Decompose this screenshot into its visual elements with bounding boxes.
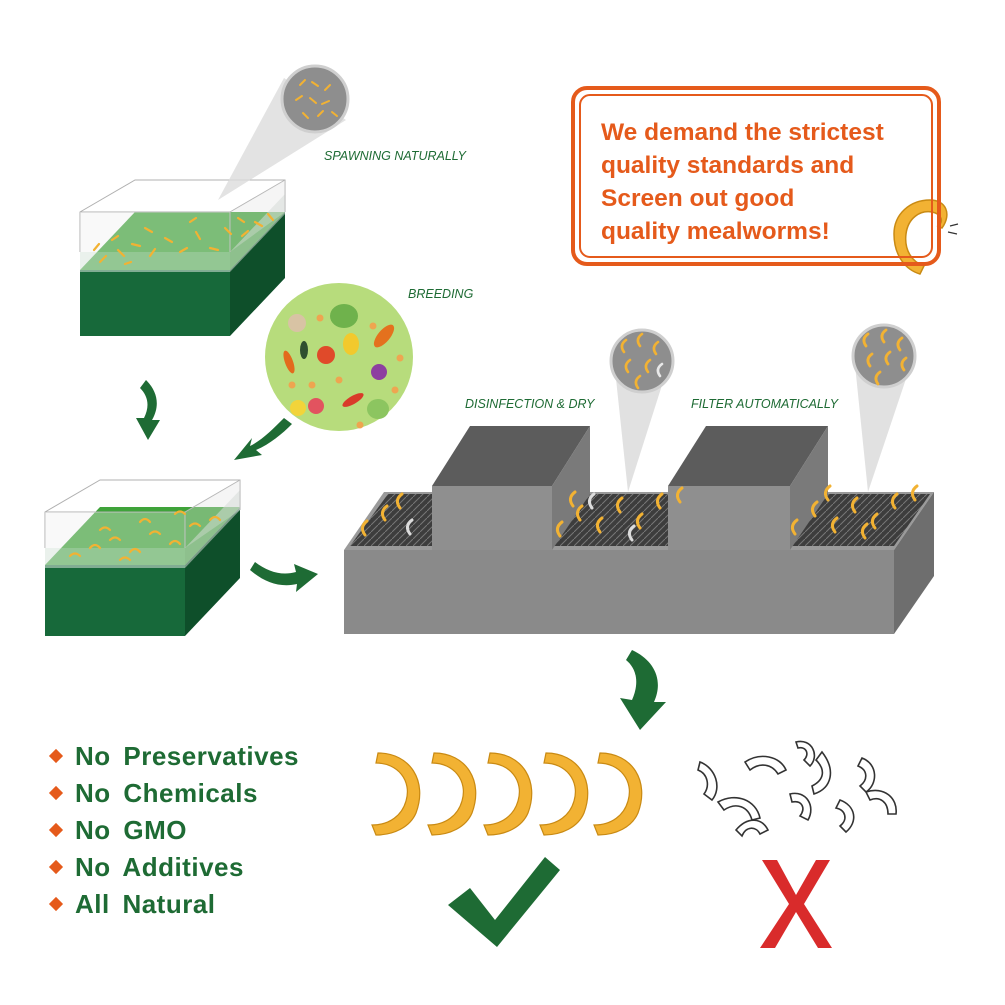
benefits-list: No Preservatives No Chemicals No GMO No … <box>48 738 300 923</box>
benefit-text: All Natural <box>75 889 216 919</box>
benefit-item: All Natural <box>48 886 299 923</box>
breeding-food-circle <box>265 283 413 431</box>
label-spawning: SPAWNING NATURALLY <box>324 149 466 163</box>
diamond-bullet-icon <box>48 822 64 838</box>
diamond-bullet-icon <box>48 896 64 912</box>
arrow-to-machine <box>250 562 318 592</box>
diamond-bullet-icon <box>48 748 64 764</box>
label-disinfection: DISINFECTION & DRY <box>465 397 595 411</box>
quality-statement: We demand the strictest quality standard… <box>601 116 921 248</box>
label-filter: FILTER AUTOMATICALLY <box>691 397 839 411</box>
processing-machine <box>344 323 934 634</box>
spawning-box <box>79 64 350 336</box>
arrow-breeding-to-box <box>234 418 292 460</box>
breeding-box <box>44 479 241 636</box>
checkmark-icon <box>448 857 560 947</box>
benefit-item: No Preservatives <box>48 738 300 775</box>
benefit-item: No Chemicals <box>48 775 299 812</box>
quality-line-4: quality mealworms! <box>601 218 830 245</box>
quality-statement-box: We demand the strictest quality standard… <box>571 86 941 266</box>
benefit-text: No Chemicals <box>75 778 258 808</box>
quality-line-3: Screen out good <box>601 185 795 212</box>
benefit-text: No Preservatives <box>75 741 300 771</box>
arrow-down-2 <box>620 650 666 730</box>
quality-line-1: We demand the strictest <box>601 119 884 146</box>
cross-icon <box>760 860 832 948</box>
diamond-bullet-icon <box>48 859 64 875</box>
label-breeding: BREEDING <box>408 287 474 301</box>
diamond-bullet-icon <box>48 785 64 801</box>
quality-line-2: quality standards and <box>601 152 855 179</box>
benefit-item: No GMO <box>48 812 299 849</box>
benefit-item: No Additives <box>48 849 299 886</box>
rejected-mealworms <box>697 740 897 838</box>
good-mealworms <box>371 752 643 836</box>
benefit-text: No Additives <box>75 852 244 882</box>
benefit-text: No GMO <box>75 815 187 845</box>
arrow-down-1 <box>136 380 160 440</box>
